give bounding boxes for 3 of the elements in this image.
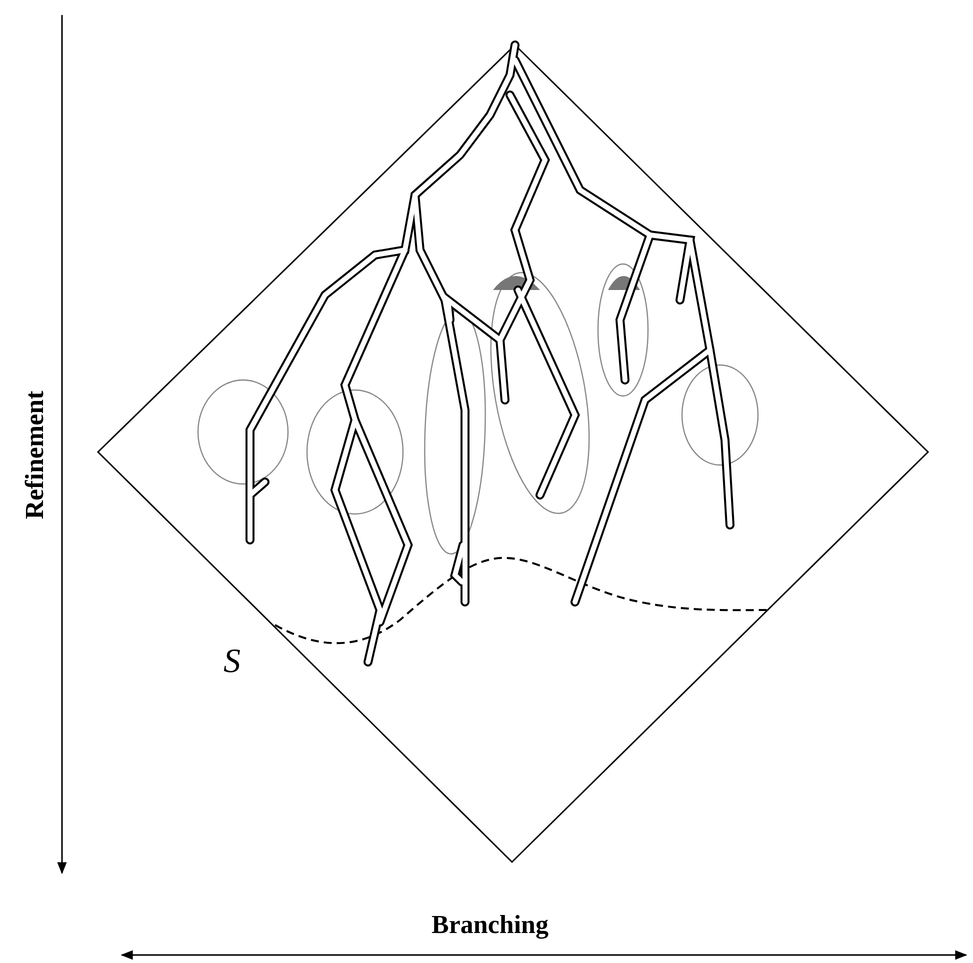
- region-label: S: [224, 643, 240, 681]
- axis-label: Refinement: [20, 390, 50, 520]
- axis-label: Branching: [431, 910, 549, 940]
